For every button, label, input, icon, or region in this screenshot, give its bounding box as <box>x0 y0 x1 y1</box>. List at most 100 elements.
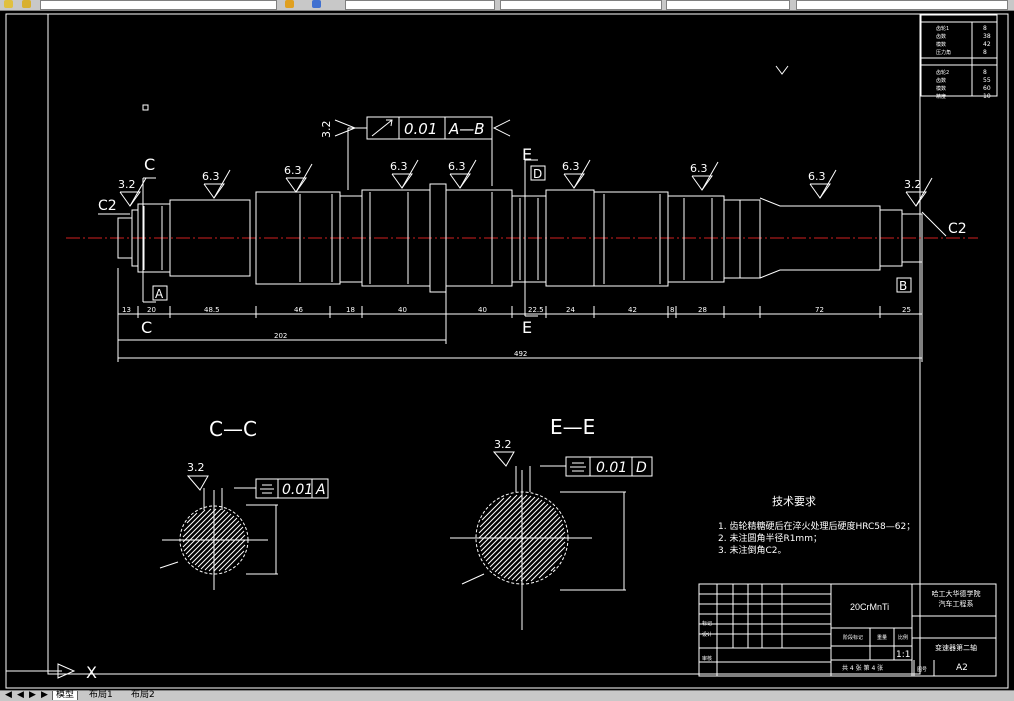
gear-param-value: 60 <box>983 85 991 92</box>
shaft-outline <box>117 183 923 293</box>
svg-text:3.2: 3.2 <box>494 438 512 451</box>
chamfer-right-leader <box>921 211 947 237</box>
svg-text:D: D <box>533 167 542 181</box>
scale-value: 1:1 <box>896 650 911 660</box>
roughness-symbol: 6.3 <box>448 159 477 189</box>
part-name: 变速器第二轴 <box>935 644 977 652</box>
gear-param-value: 42 <box>983 41 991 48</box>
sheet-size: A2 <box>956 663 968 673</box>
section-marker-c: C C <box>141 155 156 337</box>
nav-prev-icon[interactable]: ◀ <box>17 690 24 700</box>
note-item: 2. 未注圆角半径R1mm； <box>718 534 822 544</box>
title-block <box>698 583 997 677</box>
dimension-value: 72 <box>815 306 824 314</box>
roughness-symbol: 6.3 <box>808 169 837 199</box>
dimension-value: 40 <box>398 306 407 314</box>
section-marker-e: E E <box>522 145 538 337</box>
tab-layout1[interactable]: 布局1 <box>89 690 113 700</box>
gear-param-name: 齿轮2 <box>936 69 949 76</box>
section-e-hatch <box>478 494 566 582</box>
design-label: 设计 <box>702 632 713 638</box>
folder-icon[interactable] <box>22 0 31 8</box>
gear-param-value: 55 <box>983 77 991 84</box>
roughness-symbol: 6.3 <box>284 163 313 193</box>
runout-datum: A—B <box>448 120 485 138</box>
tab-model[interactable]: 模型 <box>52 691 79 700</box>
svg-text:0.01: 0.01 <box>282 482 313 498</box>
layer-dropdown[interactable] <box>40 0 277 10</box>
svg-text:A: A <box>155 287 164 301</box>
gear-param-name: 模数 <box>936 41 946 48</box>
section-c-hatch <box>182 508 246 572</box>
layer-state-icon[interactable] <box>285 0 294 8</box>
roughness-value: 6.3 <box>284 164 302 177</box>
roughness-value: 3.2 <box>904 178 922 191</box>
section-c-view: 0.01 A 3.2 <box>159 461 329 590</box>
plotstyle-dropdown[interactable] <box>796 0 1008 10</box>
gear-param-name: 精度 <box>936 93 946 100</box>
department-name: 汽车工程系 <box>938 600 974 608</box>
dimension-value: 42 <box>628 306 637 314</box>
drawing-label: 图号 <box>917 667 928 673</box>
chamfer-left-label: C2 <box>98 198 117 214</box>
roughness-value: 6.3 <box>562 160 580 173</box>
roughness-symbol: 6.3 <box>562 159 591 189</box>
svg-text:A: A <box>315 482 326 498</box>
datum-d-marker: D <box>530 165 546 181</box>
dimension-value: 40 <box>478 306 487 314</box>
nav-next-icon[interactable]: ▶ <box>29 690 36 700</box>
notes-title: 技术要求 <box>772 495 816 508</box>
gear-param-name: 齿轮1 <box>936 25 949 32</box>
dimension-value: 22.5 <box>528 306 544 314</box>
roughness-symbol: 3.2 <box>118 177 147 207</box>
roughness-value: 6.3 <box>690 162 708 175</box>
chamfer-right-label: C2 <box>948 221 967 237</box>
mark-label: 标记 <box>702 621 713 627</box>
lineweight-dropdown[interactable] <box>666 0 790 10</box>
svg-text:B: B <box>899 279 907 293</box>
nav-last-icon[interactable]: ▶ <box>41 690 48 700</box>
roughness-value: 3.2 <box>118 178 136 191</box>
ucs-x-axis: X <box>6 663 97 682</box>
sheet-border <box>5 13 1009 689</box>
gear-param-name: 压力角 <box>936 49 951 56</box>
stage-label: 阶段标记 <box>843 635 864 641</box>
open-icon[interactable] <box>4 0 13 8</box>
dimension-lines <box>117 262 923 362</box>
roughness-note-symbol <box>775 65 789 75</box>
tab-layout2[interactable]: 布局2 <box>131 690 155 700</box>
review-label: 审核 <box>702 656 713 662</box>
gear-param-name: 齿数 <box>936 77 946 84</box>
layer-prev-icon[interactable] <box>312 0 321 8</box>
svg-text:0.01: 0.01 <box>596 460 627 476</box>
section-e-title: E—E <box>550 415 595 439</box>
section-c-title: C—C <box>209 417 257 441</box>
title-school: 哈工大华德学院 汽车工程系 <box>916 589 996 609</box>
svg-text:D: D <box>636 460 647 476</box>
roughness-symbol: 6.3 <box>690 161 719 191</box>
runout-roughness: 3.2 <box>320 121 333 139</box>
section-e-label-top: E <box>522 145 532 164</box>
dimension-value: 48.5 <box>204 306 220 314</box>
roughness-symbol: 3.2 <box>904 177 933 207</box>
runout-tolerance-frame: 0.01 A—B 3.2 <box>320 116 511 190</box>
weight-label: 重量 <box>877 635 888 641</box>
gear-param-value: 8 <box>983 25 987 32</box>
gear-param-value: 8 <box>983 69 987 76</box>
runout-value: 0.01 <box>404 120 437 138</box>
color-dropdown[interactable] <box>345 0 495 10</box>
note-item: 1. 齿轮精糖硬后在淬火处理后硬度HRC58—62； <box>718 522 916 532</box>
inner-frame <box>47 13 921 675</box>
roughness-symbol: 6.3 <box>390 159 419 189</box>
dim-202: 202 <box>274 332 287 340</box>
nav-first-icon[interactable]: ◀ <box>5 690 12 700</box>
section-c-label-top: C <box>144 155 155 174</box>
roughness-symbol: 6.3 <box>202 169 231 199</box>
gear-param-name: 齿数 <box>936 33 946 40</box>
layout-tabbar: ◀ ◀ ▶ ▶ 模型 布局1 布局2 <box>0 690 1014 701</box>
dimension-value: 18 <box>346 306 355 314</box>
linetype-dropdown[interactable] <box>500 0 662 10</box>
gear-param-value: 8 <box>983 49 987 56</box>
dimension-value: 28 <box>698 306 707 314</box>
